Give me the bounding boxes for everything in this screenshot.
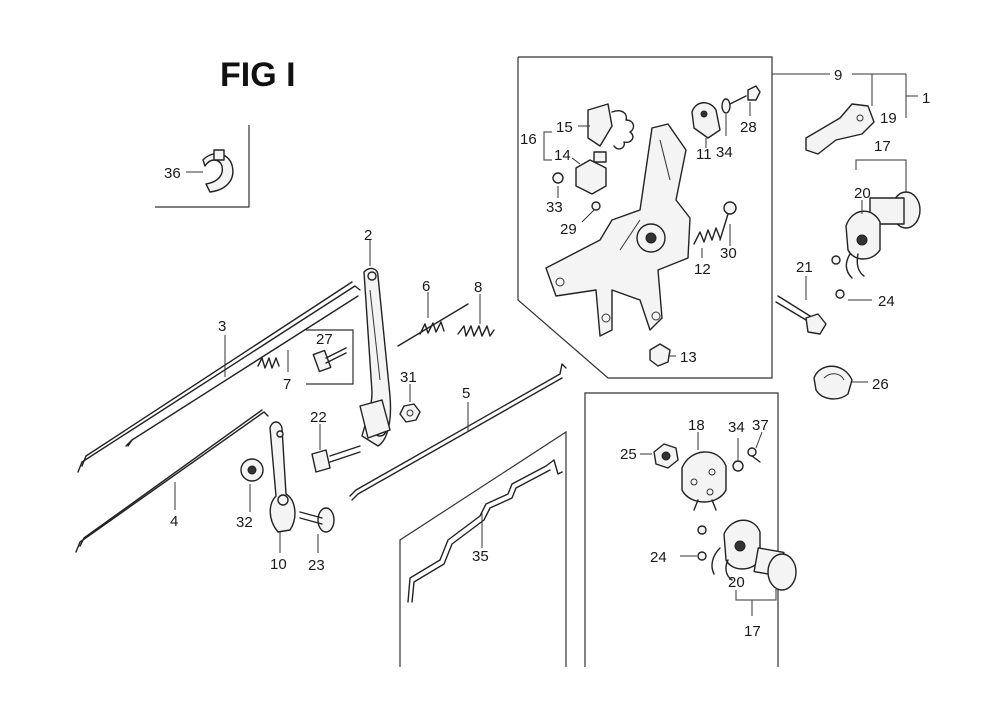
part-7-rod bbox=[125, 295, 359, 447]
part-23-bolt bbox=[299, 507, 335, 553]
callout-34-lower: 34 bbox=[728, 419, 745, 436]
box-switch-assembly bbox=[584, 392, 779, 667]
callout-21: 21 bbox=[796, 259, 813, 276]
callout-brackets-9-1-19 bbox=[772, 73, 918, 118]
callout-18: 18 bbox=[688, 417, 705, 434]
callout-22: 22 bbox=[310, 409, 327, 426]
callout-16: 16 bbox=[520, 131, 537, 148]
part-30-screw bbox=[719, 201, 737, 246]
part-34-washer-lower bbox=[732, 438, 744, 472]
part-18-plate bbox=[681, 432, 727, 511]
box-part-36 bbox=[155, 125, 250, 208]
part-26-cap bbox=[813, 365, 868, 400]
callout-36: 36 bbox=[164, 165, 181, 182]
part-14-switch bbox=[571, 151, 607, 195]
callout-23: 23 bbox=[308, 557, 325, 574]
callout-37: 37 bbox=[752, 417, 769, 434]
part-37-screw bbox=[747, 431, 763, 463]
part-16-bracket-callout bbox=[543, 131, 552, 161]
part-25-nut bbox=[640, 443, 679, 469]
callout-34-upper: 34 bbox=[716, 144, 733, 161]
callout-26: 26 bbox=[872, 376, 889, 393]
part-15-spring bbox=[611, 110, 635, 150]
callout-35: 35 bbox=[472, 548, 489, 565]
callout-27: 27 bbox=[316, 331, 333, 348]
callout-4: 4 bbox=[170, 513, 178, 530]
part-8-spring bbox=[457, 294, 495, 337]
box-control-assembly bbox=[517, 56, 773, 379]
callout-33: 33 bbox=[546, 199, 563, 216]
part-15-stop-block bbox=[578, 103, 635, 150]
part-31-nut bbox=[399, 384, 421, 423]
callout-30: 30 bbox=[720, 245, 737, 262]
part-4-rod bbox=[75, 409, 269, 553]
callout-20-upper: 20 bbox=[854, 185, 871, 202]
part-12-spring bbox=[693, 227, 721, 258]
callout-31: 31 bbox=[400, 369, 417, 386]
callout-19: 19 bbox=[880, 110, 897, 127]
part-35-rod bbox=[407, 459, 563, 603]
callout-2: 2 bbox=[364, 227, 372, 244]
callout-12: 12 bbox=[694, 261, 711, 278]
callout-6: 6 bbox=[422, 278, 430, 295]
callout-17-lower: 17 bbox=[744, 623, 761, 640]
part-33-washer bbox=[552, 172, 564, 198]
part-5-rod bbox=[349, 363, 567, 501]
callout-3: 3 bbox=[218, 318, 226, 335]
callout-20-lower: 20 bbox=[728, 574, 745, 591]
part-17-switch-upper bbox=[845, 159, 921, 279]
part-29-screw bbox=[581, 201, 601, 223]
box-part-35 bbox=[399, 430, 567, 667]
part-34-washer-upper bbox=[721, 98, 731, 136]
callout-5: 5 bbox=[462, 385, 470, 402]
part-2-governor-arm bbox=[359, 240, 392, 447]
box-part-27 bbox=[306, 329, 354, 385]
callout-28: 28 bbox=[740, 119, 757, 136]
part-21-bolt bbox=[775, 276, 827, 335]
part-27-bolt bbox=[312, 347, 347, 373]
part-24-screw-lower bbox=[680, 525, 707, 561]
part-17-switch-lower bbox=[711, 519, 797, 616]
callout-13: 13 bbox=[680, 349, 697, 366]
part-6-spring bbox=[397, 292, 469, 347]
callout-1: 1 bbox=[922, 90, 930, 107]
callout-8: 8 bbox=[474, 279, 482, 296]
part-3-rod bbox=[77, 281, 361, 473]
callout-11: 11 bbox=[696, 146, 712, 163]
callout-29: 29 bbox=[560, 221, 577, 238]
callout-9: 9 bbox=[834, 67, 842, 84]
callout-15: 15 bbox=[556, 119, 573, 136]
part-32-washer bbox=[240, 458, 264, 512]
part-24-screw-upper bbox=[831, 255, 872, 301]
part-13-knob bbox=[649, 343, 676, 367]
part-28-bolt bbox=[729, 85, 761, 116]
part-19-bracket bbox=[805, 103, 875, 155]
part-22-bolt bbox=[311, 424, 361, 473]
callout-24-upper: 24 bbox=[878, 293, 895, 310]
callout-17-upper: 17 bbox=[874, 138, 891, 155]
callout-14: 14 bbox=[554, 147, 571, 164]
callout-32: 32 bbox=[236, 514, 253, 531]
callout-10: 10 bbox=[270, 556, 287, 573]
control-base-plate bbox=[545, 123, 691, 337]
callout-25: 25 bbox=[620, 446, 637, 463]
callout-7: 7 bbox=[283, 376, 291, 393]
figure-title: FIG I bbox=[220, 56, 296, 94]
callout-24-lower: 24 bbox=[650, 549, 667, 566]
part-11-lever bbox=[691, 102, 721, 148]
part-10-bracket bbox=[269, 421, 296, 553]
part-7-spring bbox=[257, 357, 280, 369]
part-36-clamp bbox=[186, 149, 234, 193]
